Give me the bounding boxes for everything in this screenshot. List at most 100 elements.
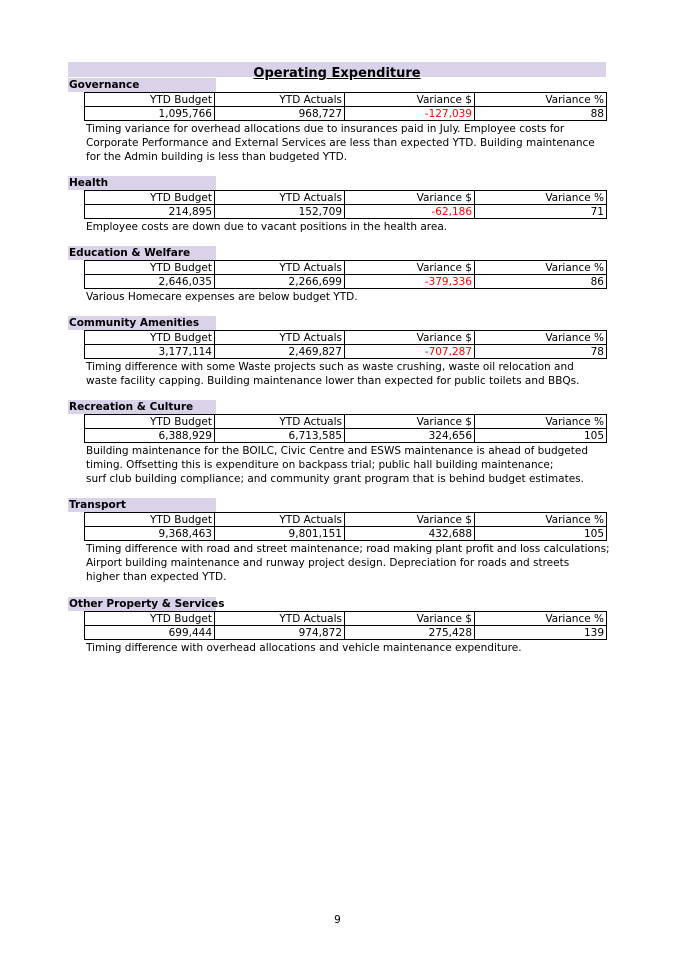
section-heading: Governance <box>68 78 216 92</box>
note-line: Timing variance for overhead allocations… <box>86 123 565 135</box>
section-note: Timing difference with road and street m… <box>86 542 610 584</box>
ytd-actuals-value: 2,469,827 <box>214 344 345 359</box>
header-variance-percent: Variance % <box>474 260 607 275</box>
note-line: Timing difference with some Waste projec… <box>86 361 574 373</box>
note-line: Building maintenance for the BOILC, Civi… <box>86 445 589 457</box>
header-variance-dollar: Variance $ <box>344 92 475 107</box>
header-ytd-actuals: YTD Actuals <box>214 611 345 626</box>
note-line: Corporate Performance and External Servi… <box>86 137 595 149</box>
section-heading: Education & Welfare <box>68 246 216 260</box>
section-recreation-culture: Recreation & Culture YTD Budget YTD Actu… <box>68 400 608 486</box>
header-variance-percent: Variance % <box>474 190 607 205</box>
table-header-row: YTD Budget YTD Actuals Variance $ Varian… <box>84 260 607 275</box>
variance-table: YTD Budget YTD Actuals Variance $ Varian… <box>84 611 607 640</box>
header-ytd-actuals: YTD Actuals <box>214 190 345 205</box>
table-row: 6,388,929 6,713,585 324,656 105 <box>84 428 607 443</box>
variance-percent-value: 139 <box>474 625 607 640</box>
section-note: Building maintenance for the BOILC, Civi… <box>86 444 608 486</box>
variance-dollar-value: -379,336 <box>344 274 475 289</box>
section-health: Health YTD Budget YTD Actuals Variance $… <box>68 176 608 234</box>
variance-table: YTD Budget YTD Actuals Variance $ Varian… <box>84 190 607 219</box>
table-header-row: YTD Budget YTD Actuals Variance $ Varian… <box>84 92 607 107</box>
header-ytd-budget: YTD Budget <box>84 190 215 205</box>
note-line: higher than expected YTD. <box>86 571 227 583</box>
header-variance-percent: Variance % <box>474 611 607 626</box>
header-ytd-actuals: YTD Actuals <box>214 512 345 527</box>
header-variance-dollar: Variance $ <box>344 330 475 345</box>
variance-dollar-value: 324,656 <box>344 428 475 443</box>
section-governance: Governance YTD Budget YTD Actuals Varian… <box>68 78 608 164</box>
section-note: Various Homecare expenses are below budg… <box>86 290 608 304</box>
section-heading: Recreation & Culture <box>68 400 216 414</box>
table-row: 1,095,766 968,727 -127,039 88 <box>84 106 607 121</box>
header-variance-dollar: Variance $ <box>344 512 475 527</box>
section-education-welfare: Education & Welfare YTD Budget YTD Actua… <box>68 246 608 304</box>
header-variance-dollar: Variance $ <box>344 611 475 626</box>
variance-percent-value: 78 <box>474 344 607 359</box>
ytd-actuals-value: 152,709 <box>214 204 345 219</box>
page-number: 9 <box>334 914 341 926</box>
variance-dollar-value: -127,039 <box>344 106 475 121</box>
section-heading: Community Amenities <box>68 316 216 330</box>
variance-table: YTD Budget YTD Actuals Variance $ Varian… <box>84 92 607 121</box>
ytd-budget-value: 9,368,463 <box>84 526 215 541</box>
ytd-actuals-value: 2,266,699 <box>214 274 345 289</box>
section-note: Timing difference with some Waste projec… <box>86 360 608 388</box>
variance-dollar-value: 432,688 <box>344 526 475 541</box>
table-header-row: YTD Budget YTD Actuals Variance $ Varian… <box>84 330 607 345</box>
note-line: Employee costs are down due to vacant po… <box>86 221 448 233</box>
table-row: 214,895 152,709 -62,186 71 <box>84 204 607 219</box>
header-variance-percent: Variance % <box>474 92 607 107</box>
ytd-budget-value: 2,646,035 <box>84 274 215 289</box>
table-header-row: YTD Budget YTD Actuals Variance $ Varian… <box>84 512 607 527</box>
header-variance-percent: Variance % <box>474 512 607 527</box>
variance-percent-value: 105 <box>474 428 607 443</box>
variance-dollar-value: 275,428 <box>344 625 475 640</box>
header-ytd-budget: YTD Budget <box>84 260 215 275</box>
table-header-row: YTD Budget YTD Actuals Variance $ Varian… <box>84 414 607 429</box>
section-heading: Health <box>68 176 216 190</box>
section-note: Timing difference with overhead allocati… <box>86 641 608 655</box>
ytd-budget-value: 699,444 <box>84 625 215 640</box>
variance-percent-value: 86 <box>474 274 607 289</box>
table-row: 9,368,463 9,801,151 432,688 105 <box>84 526 607 541</box>
header-variance-percent: Variance % <box>474 330 607 345</box>
variance-percent-value: 88 <box>474 106 607 121</box>
section-note: Timing variance for overhead allocations… <box>86 122 608 164</box>
variance-dollar-value: -62,186 <box>344 204 475 219</box>
ytd-budget-value: 6,388,929 <box>84 428 215 443</box>
header-ytd-actuals: YTD Actuals <box>214 414 345 429</box>
table-row: 3,177,114 2,469,827 -707,287 78 <box>84 344 607 359</box>
ytd-actuals-value: 974,872 <box>214 625 345 640</box>
header-ytd-budget: YTD Budget <box>84 611 215 626</box>
variance-table: YTD Budget YTD Actuals Variance $ Varian… <box>84 330 607 359</box>
header-ytd-actuals: YTD Actuals <box>214 330 345 345</box>
ytd-budget-value: 3,177,114 <box>84 344 215 359</box>
ytd-actuals-value: 9,801,151 <box>214 526 345 541</box>
header-variance-percent: Variance % <box>474 414 607 429</box>
section-heading: Transport <box>68 498 216 512</box>
section-note: Employee costs are down due to vacant po… <box>86 220 608 234</box>
note-line: Airport building maintenance and runway … <box>86 557 570 569</box>
section-community-amenities: Community Amenities YTD Budget YTD Actua… <box>68 316 608 388</box>
section-heading: Other Property & Services <box>68 597 225 611</box>
header-variance-dollar: Variance $ <box>344 190 475 205</box>
header-ytd-budget: YTD Budget <box>84 512 215 527</box>
variance-table: YTD Budget YTD Actuals Variance $ Varian… <box>84 512 607 541</box>
note-line: Timing difference with road and street m… <box>86 543 610 555</box>
page-title: Operating Expenditure <box>253 66 421 81</box>
ytd-budget-value: 1,095,766 <box>84 106 215 121</box>
variance-percent-value: 105 <box>474 526 607 541</box>
ytd-actuals-value: 6,713,585 <box>214 428 345 443</box>
variance-table: YTD Budget YTD Actuals Variance $ Varian… <box>84 260 607 289</box>
header-ytd-actuals: YTD Actuals <box>214 92 345 107</box>
header-ytd-budget: YTD Budget <box>84 414 215 429</box>
table-row: 2,646,035 2,266,699 -379,336 86 <box>84 274 607 289</box>
section-other-property-services: Other Property & Services YTD Budget YTD… <box>68 597 608 655</box>
section-transport: Transport YTD Budget YTD Actuals Varianc… <box>68 498 610 584</box>
note-line: waste facility capping. Building mainten… <box>86 375 580 387</box>
note-line: surf club building compliance; and commu… <box>86 473 584 485</box>
ytd-budget-value: 214,895 <box>84 204 215 219</box>
note-line: Timing difference with overhead allocati… <box>86 642 522 654</box>
note-line: for the Admin building is less than budg… <box>86 151 348 163</box>
